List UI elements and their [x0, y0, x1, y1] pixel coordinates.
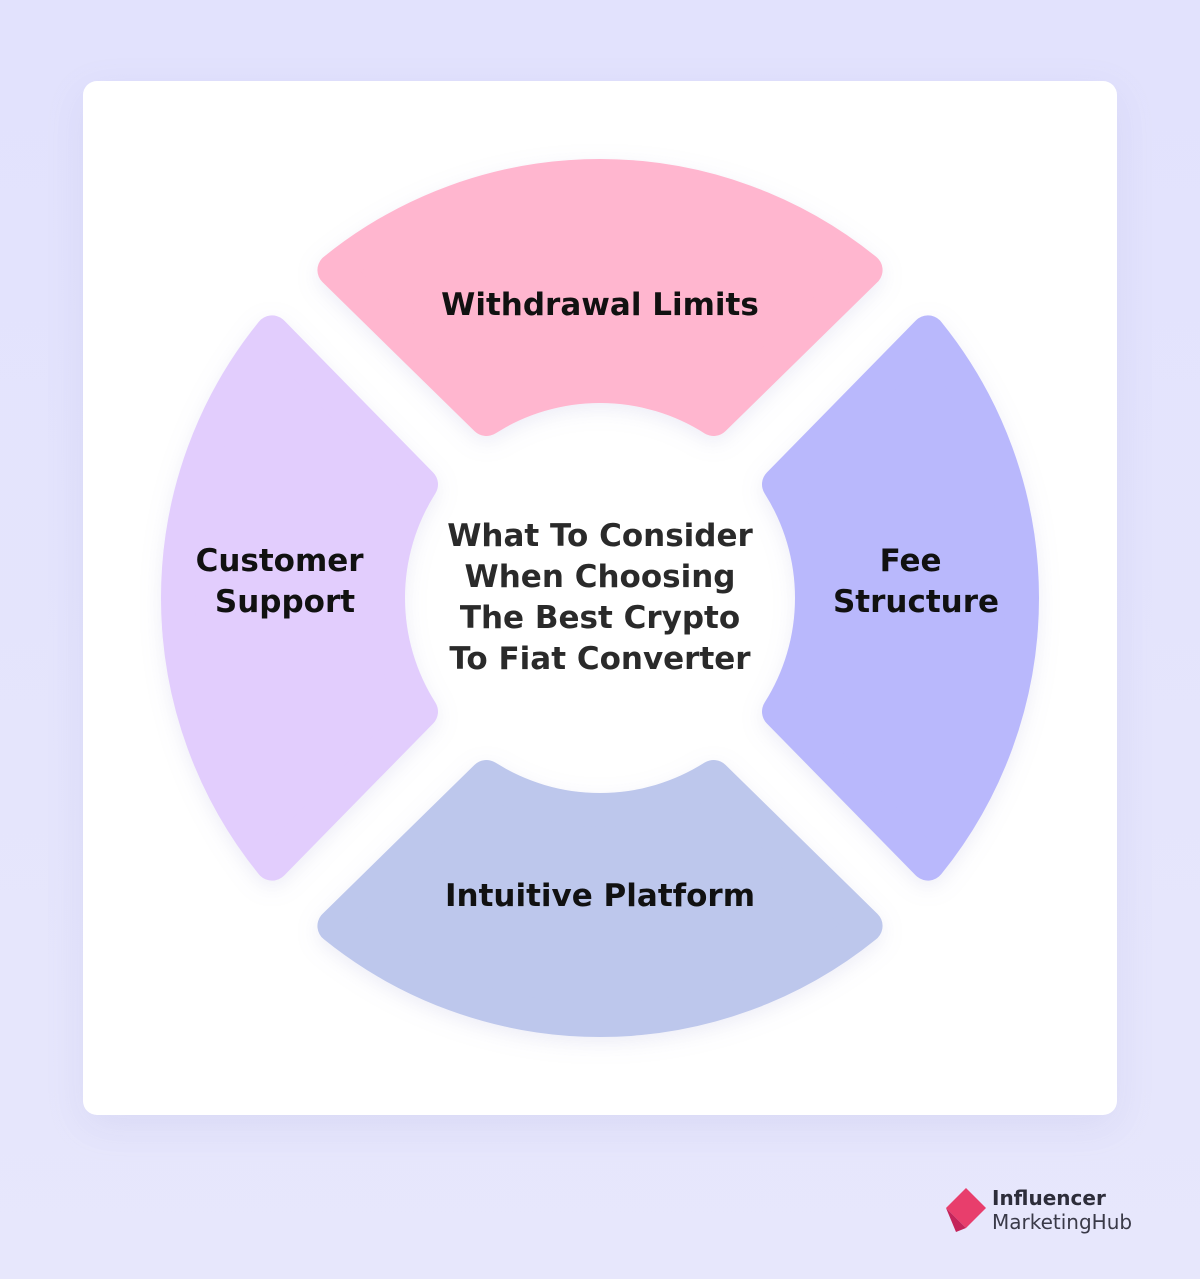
center-title-line: The Best Crypto — [459, 600, 741, 636]
segment-withdrawal-limits — [317, 159, 883, 437]
center-title-line: To Fiat Converter — [449, 641, 751, 677]
center-title-line: What To Consider — [447, 518, 753, 554]
center-title-line: When Choosing — [464, 559, 736, 595]
brand-mark-icon — [946, 1188, 986, 1232]
label-fee-structure: Fee Structure — [833, 543, 999, 620]
influencer-marketing-hub-logo: Influencer MarketingHub — [944, 1186, 1164, 1236]
segment-customer-support — [161, 315, 439, 881]
diagram-center-title: What To Consider When Choosing The Best … — [440, 516, 760, 680]
brand-line-2: MarketingHub — [992, 1210, 1133, 1234]
label-customer-support: Customer Support — [196, 543, 375, 620]
brand-wordmark: Influencer MarketingHub — [992, 1186, 1132, 1234]
segment-intuitive-platform — [317, 759, 883, 1037]
label-withdrawal-limits: Withdrawal Limits — [441, 287, 759, 323]
brand-line-1: Influencer — [992, 1186, 1106, 1210]
label-intuitive-platform: Intuitive Platform — [445, 878, 755, 914]
brand-mark-back — [946, 1208, 966, 1232]
segment-fee-structure — [761, 315, 1039, 881]
